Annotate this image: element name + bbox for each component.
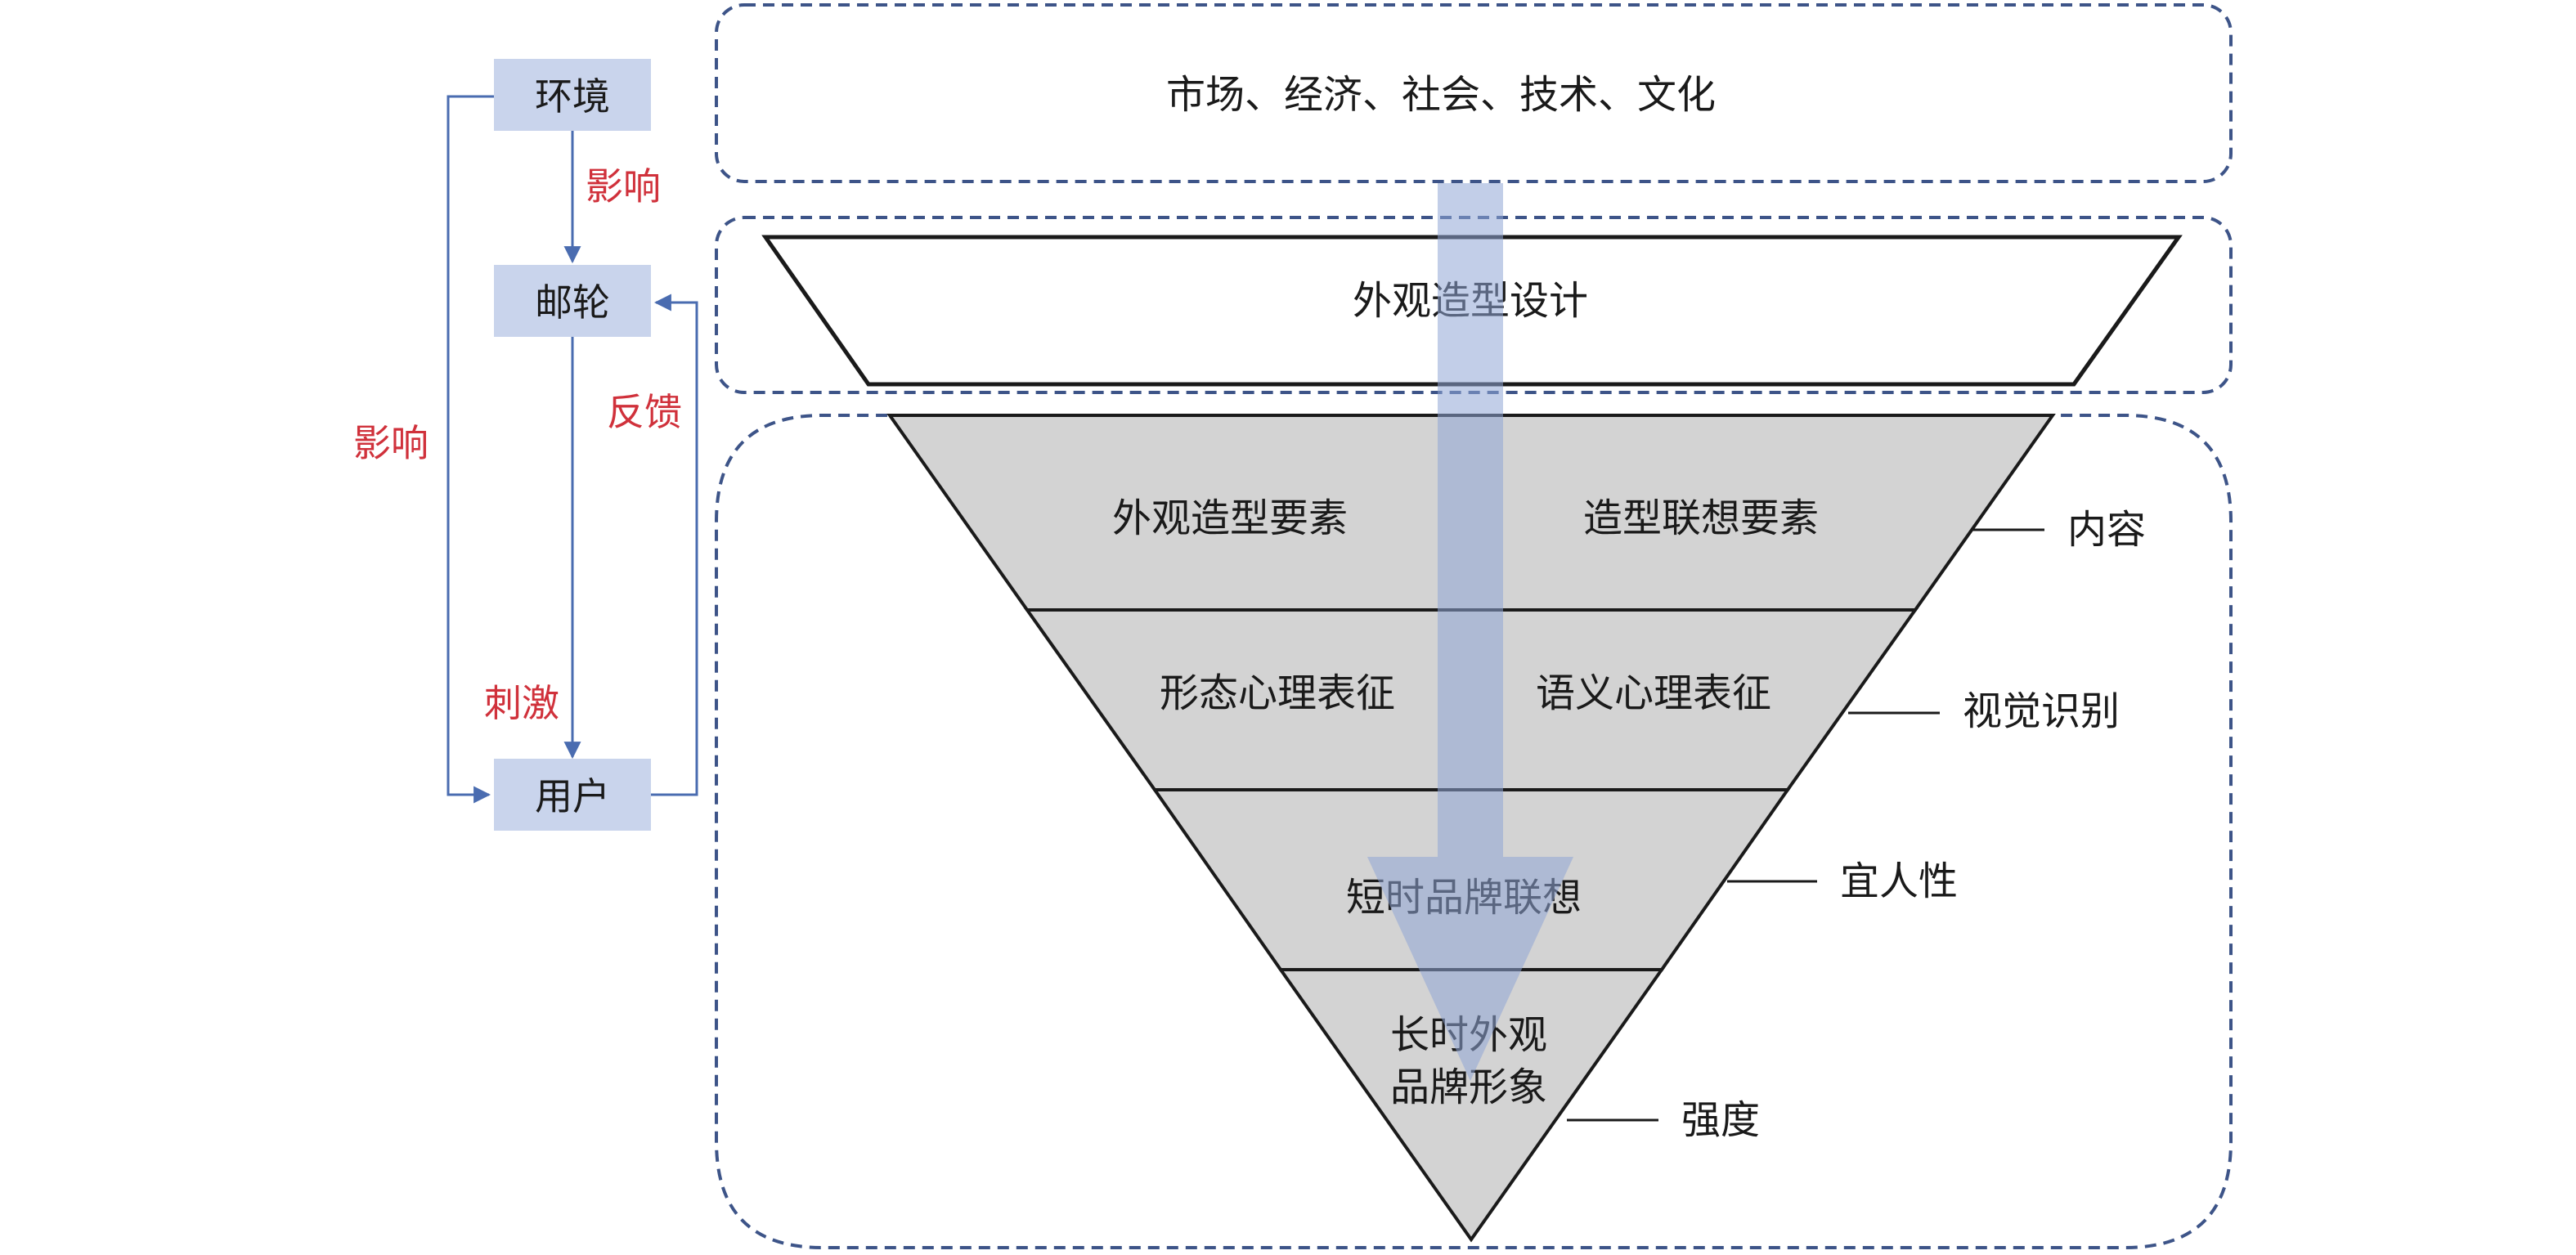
user-node: 用户: [494, 759, 651, 831]
env-to-user-label: 影响: [353, 421, 429, 465]
layer-1-right-text: 造型联想要素: [1583, 495, 1819, 541]
flow-arrow-shape: [1367, 183, 1573, 1081]
cruise-ship-node: 邮轮: [494, 265, 651, 337]
layer-2-right-text: 语义心理表征: [1536, 670, 1771, 716]
callout-agreeableness: 宜人性: [1840, 858, 1958, 904]
callout-content: 内容: [2067, 507, 2146, 553]
user-to-ship-label: 反馈: [607, 390, 682, 434]
pyramid-frame: [715, 414, 2233, 1249]
relation-model: 环境 邮轮 用户 影响 影响 刺激 反馈: [353, 59, 698, 831]
context-band: 市场、经济、社会、技术、文化: [715, 3, 2233, 183]
cruise-ship-label: 邮轮: [535, 280, 610, 325]
user-label: 用户: [535, 774, 610, 818]
environment-label: 环境: [535, 74, 610, 119]
flow-arrow: [1367, 183, 1573, 1081]
layer-1-left-text: 外观造型要素: [1112, 495, 1348, 541]
callout-strength: 强度: [1681, 1097, 1760, 1143]
environment-node: 环境: [494, 59, 651, 131]
callout-visual-recognition: 视觉识别: [1963, 688, 2120, 734]
env-to-ship-label: 影响: [586, 164, 661, 208]
context-label: 市场、经济、社会、技术、文化: [1166, 72, 1716, 118]
layer-2-left-text: 形态心理表征: [1160, 670, 1395, 716]
ship-to-user-label: 刺激: [484, 681, 559, 725]
env-to-user-connector: [447, 95, 494, 804]
user-to-ship-connector: [651, 294, 698, 796]
